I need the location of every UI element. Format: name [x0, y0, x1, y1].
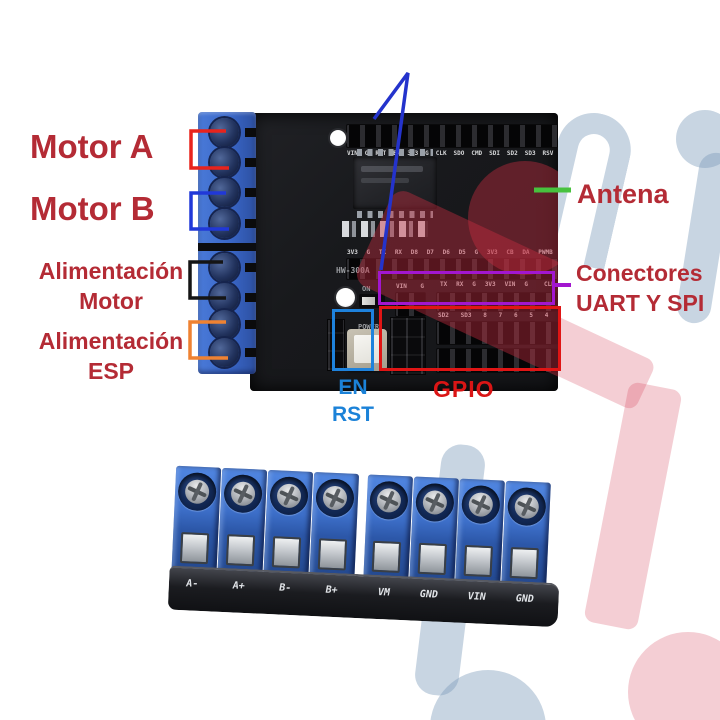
en-rst-header — [390, 317, 426, 375]
screw-terminal — [198, 253, 256, 283]
alimentacion-esp-line2: ESP — [87, 358, 135, 384]
uart-spi-highlight-box — [378, 271, 555, 305]
pin-label: D6 — [442, 249, 450, 256]
pin-label: DA — [522, 249, 530, 256]
screw-terminal — [198, 209, 256, 239]
pin-label: 3V3 — [486, 249, 498, 256]
terminal-screw — [210, 338, 239, 367]
alimentacion-esp-label: Alimentación ESP — [30, 326, 192, 386]
pin-label: PWMB — [538, 249, 553, 256]
wire-slot — [245, 293, 256, 302]
motor-shield-photo: VINGRSTEN3V3GCLKSDOCMDSDISD2SD3RSVRSVADD… — [195, 108, 567, 408]
pin-label: SD2 — [506, 150, 518, 157]
alimentacion-motor-line1: Alimentación — [38, 258, 184, 284]
conectores-line2: UART Y SPI — [576, 290, 705, 316]
top-pin-header — [346, 124, 558, 148]
uart-left-labels: TX RX G 3V3 VIN G — [440, 281, 528, 289]
motor-b-bracket — [189, 191, 229, 231]
en-rst-pointer-line — [372, 71, 410, 271]
alim-motor-bracket — [188, 260, 226, 300]
screw-terminal — [198, 148, 256, 178]
alimentacion-esp-line1: Alimentación — [38, 328, 184, 354]
pin-label: 4 — [544, 312, 549, 319]
pin-label: CLK — [435, 150, 447, 157]
power-label: POWER — [358, 323, 380, 331]
pin-label: CMD — [471, 150, 483, 157]
pin-label: SD2 — [438, 312, 449, 319]
terminal-screw — [210, 209, 239, 238]
wire-slot — [245, 219, 256, 228]
pin-label: VIN — [347, 150, 358, 157]
pin-label: D8 — [410, 249, 418, 256]
pin-label: D5 — [458, 249, 466, 256]
wire-slot — [245, 320, 256, 329]
uart-right-labels: CLKMISOMOSIINT — [544, 281, 558, 289]
chip-marking — [361, 166, 423, 172]
pin-label: VIN — [396, 283, 407, 290]
en-rst-highlight-box — [332, 309, 374, 371]
terminal-block-column — [198, 112, 256, 374]
gpio-label: GPIO — [433, 376, 495, 402]
pin-label: D7 — [426, 249, 434, 256]
pin-label: SD3 — [460, 312, 472, 319]
gpio-header-row1 — [436, 321, 558, 345]
watermark-red-circle-on-board — [468, 161, 558, 275]
motor-a-label: Motor A — [30, 128, 154, 165]
conectores-label: Conectores UART Y SPI — [576, 258, 704, 318]
mounting-hole — [336, 288, 355, 307]
wire-slot — [245, 128, 256, 137]
mounting-hole — [330, 130, 346, 146]
wire-slot — [245, 158, 256, 167]
chip-marking — [361, 178, 409, 183]
gpio-highlight-box — [379, 306, 561, 371]
terminal-screw — [210, 253, 239, 282]
pin-label: CB — [506, 249, 514, 256]
pin-label: 3V3 — [484, 281, 496, 288]
pin-label: RX — [394, 249, 403, 256]
pin-label: VIN — [504, 281, 516, 288]
pin-label: SDO — [453, 150, 465, 157]
rst-label: RST — [332, 403, 374, 426]
pin-label: CLK — [544, 281, 555, 288]
wire-slot — [245, 188, 256, 197]
antena-label: Antena — [577, 179, 669, 209]
pin-label: TX — [440, 281, 448, 288]
terminal-screw — [210, 148, 239, 177]
vin-g-labels: VIN G — [396, 283, 424, 291]
pin-label: G — [420, 283, 424, 290]
pin-label: G — [472, 281, 476, 288]
terminal-block-divider — [198, 243, 256, 251]
pin-label: 8 — [483, 312, 487, 319]
pin-label: G — [524, 281, 528, 288]
screw-terminal — [198, 310, 256, 340]
wire-slot — [245, 263, 256, 272]
alimentacion-motor-line2: Motor — [79, 288, 143, 314]
pin-label: 5 — [529, 312, 534, 319]
pin-label: G — [366, 249, 371, 256]
terminal-screw — [210, 310, 239, 339]
on-label: ON — [362, 285, 371, 293]
pin-label: RSV — [542, 150, 554, 157]
mid-pin-header — [346, 258, 558, 280]
wire-slot — [245, 348, 256, 357]
alim-esp-bracket — [188, 320, 228, 360]
motor-b-label: Motor B — [30, 190, 155, 227]
alimentacion-motor-label: Alimentación Motor — [30, 256, 192, 316]
pin-label: SD3 — [524, 150, 536, 157]
pcb: VINGRSTEN3V3GCLKSDOCMDSDISD2SD3RSVRSVADD… — [250, 113, 558, 391]
pin-label: RX — [456, 281, 464, 288]
motor-a-bracket — [189, 129, 229, 170]
conectores-line1: Conectores — [576, 260, 703, 286]
gpio-labels: SD2SD3876543210 — [438, 312, 558, 320]
pin-label: SDI — [489, 150, 500, 157]
pin-label: 3V3 — [347, 249, 358, 256]
screw-terminal — [198, 338, 256, 368]
silkscreen-model: HW-300A — [336, 266, 370, 275]
pin-label: 6 — [514, 312, 518, 319]
pin-label: 7 — [498, 312, 503, 319]
en-label: EN — [338, 376, 368, 399]
pin-label: G — [474, 249, 479, 256]
